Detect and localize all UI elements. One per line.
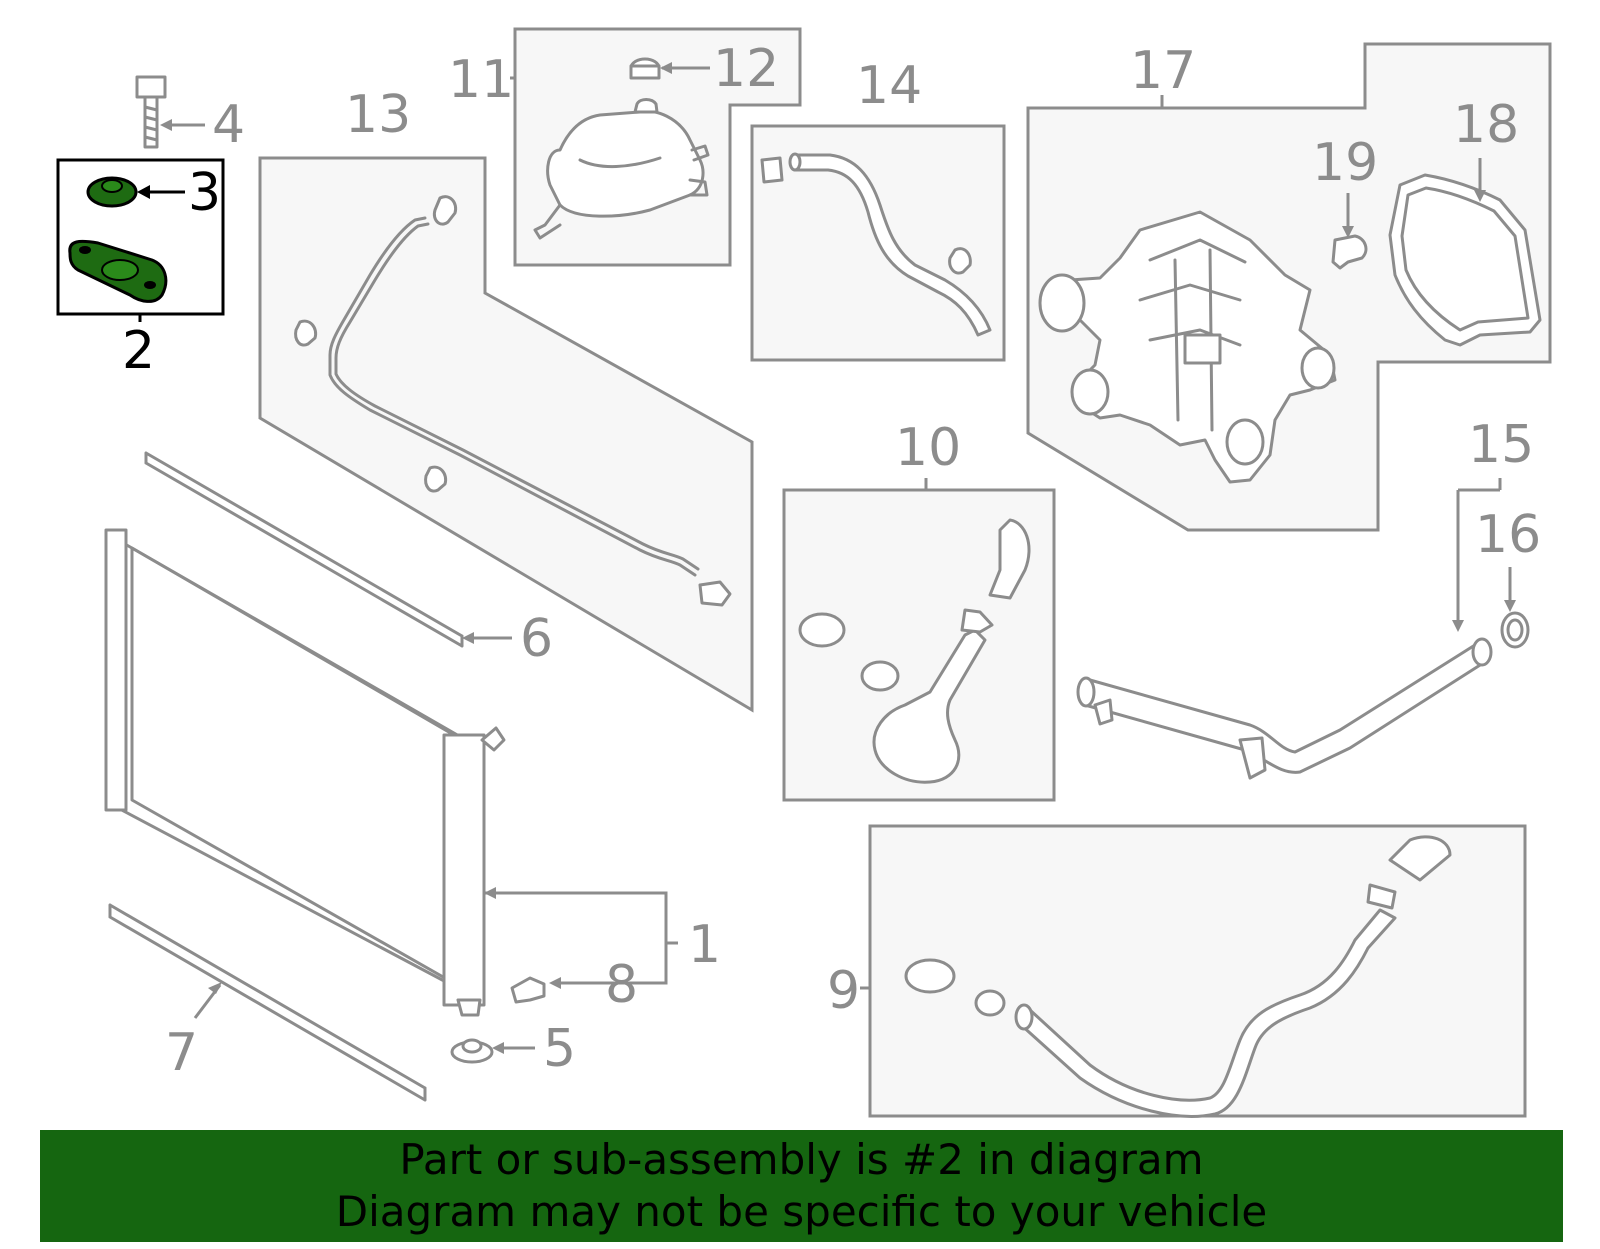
bypass-hose-group[interactable] — [860, 824, 1527, 1118]
callout-18: 18 — [1453, 95, 1519, 155]
lower-hose-kit-group[interactable] — [782, 478, 1056, 802]
callout-17: 17 — [1130, 41, 1196, 101]
callout-12: 12 — [713, 39, 779, 99]
banner-line-2: Diagram may not be specific to your vehi… — [335, 1187, 1268, 1236]
banner-line-1: Part or sub-assembly is #2 in diagram — [399, 1135, 1204, 1184]
callout-10: 10 — [895, 418, 961, 478]
callout-14: 14 — [856, 56, 922, 116]
coolant-pipe-group[interactable] — [1076, 478, 1530, 780]
callout-1: 1 — [688, 915, 721, 975]
callout-2[interactable]: 2 — [122, 321, 155, 381]
callout-13: 13 — [345, 85, 411, 145]
callout-9: 9 — [827, 961, 860, 1021]
callout-3: 3 — [188, 163, 221, 223]
info-banner: Part or sub-assembly is #2 in diagram Di… — [40, 1130, 1563, 1242]
callout-15: 15 — [1468, 415, 1534, 475]
callout-16: 16 — [1475, 505, 1541, 565]
upper-hose-group[interactable] — [750, 124, 1006, 362]
callout-6: 6 — [520, 609, 553, 669]
radiator-group[interactable] — [104, 75, 678, 1102]
callout-4: 4 — [212, 95, 245, 155]
callout-8: 8 — [605, 955, 638, 1015]
thermostat-housing-group[interactable] — [1026, 42, 1552, 532]
callout-11: 11 — [448, 50, 514, 110]
reservoir-group[interactable] — [510, 27, 802, 267]
callout-19: 19 — [1312, 133, 1378, 193]
callout-7: 7 — [165, 1023, 198, 1083]
selected-part-2-group[interactable] — [56, 158, 225, 322]
overflow-hose-group[interactable] — [258, 156, 754, 713]
callout-5: 5 — [543, 1019, 576, 1079]
